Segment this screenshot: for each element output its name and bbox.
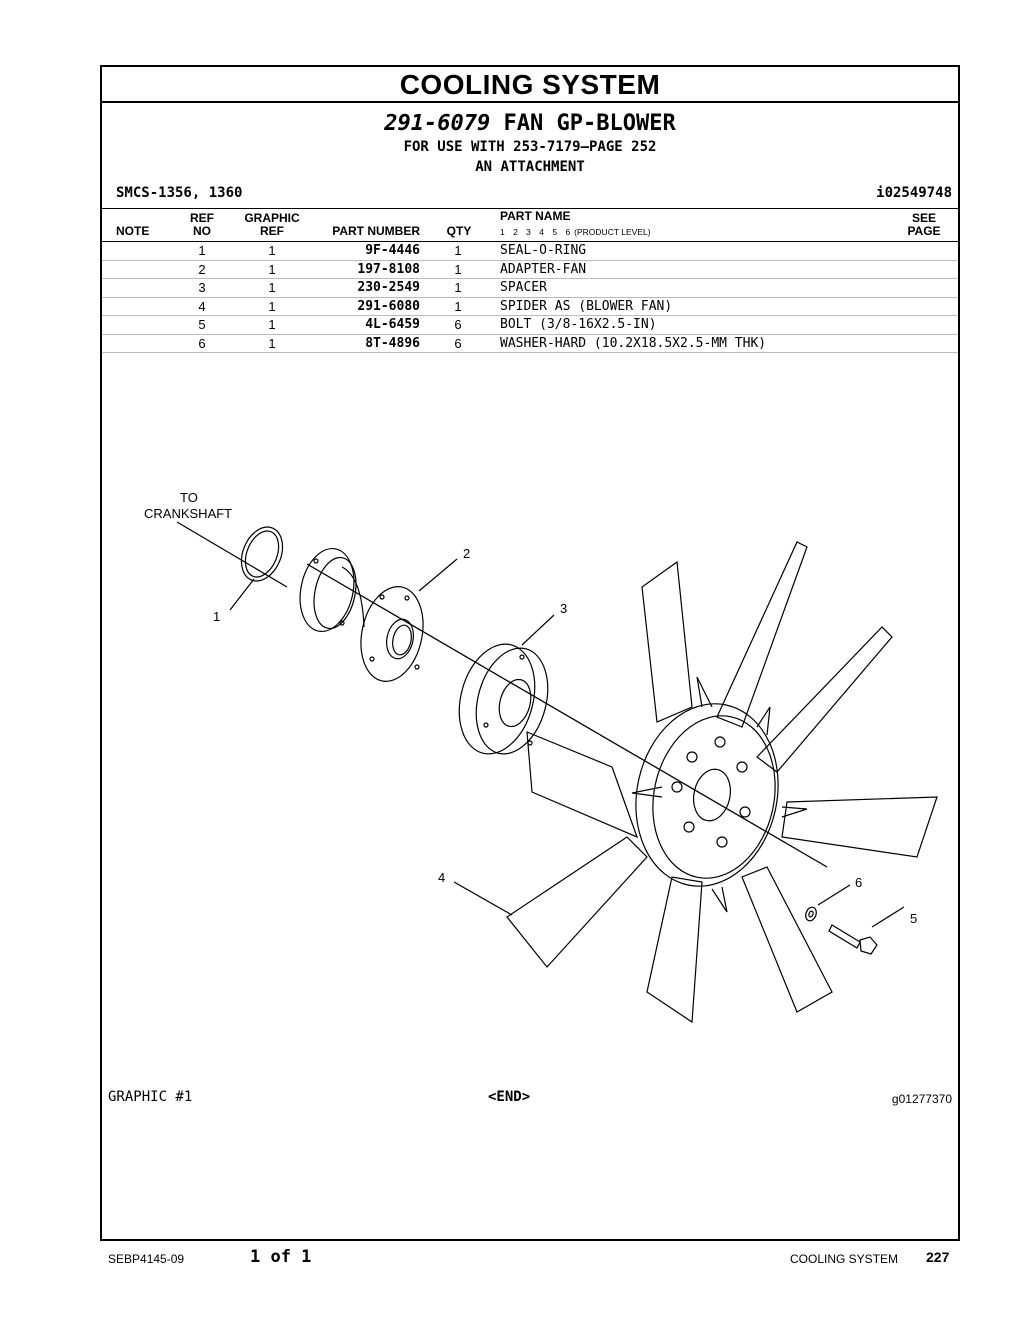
callout-1-leader [229,578,255,611]
graphic-ref: 1 [268,261,276,277]
part-number: 197-8108 [357,261,420,277]
table-row: 5 1 4L-6459 6 BOLT (3/8-16X2.5-IN) [102,316,958,335]
qty: 6 [454,335,462,351]
group-name: FAN GP-BLOWER [503,111,676,136]
page-number: 227 [926,1249,950,1265]
graphic-ref: 1 [268,243,276,258]
table-row: 2 1 197-8108 1 ADAPTER-FAN [102,261,958,279]
col-ref-top: REF [190,211,214,225]
part-number: 9F-4446 [365,243,420,258]
graphic-label: GRAPHIC #1 [108,1089,193,1105]
washer-drawing [805,906,817,922]
product-level-label: (PRODUCT LEVEL) [574,227,651,237]
col-qty: QTY [446,224,472,238]
qty: 1 [454,298,462,314]
col-see-top: SEE [911,211,936,225]
col-see-bottom: PAGE [907,224,941,238]
group-number: 291-6079 [384,111,491,136]
table-row: 4 1 291-6080 1 SPIDER AS (BLOWER FAN) [102,298,958,316]
callout-4: 4 [438,870,445,885]
col-ref-bottom: NO [193,224,211,238]
table-row: 6 1 8T-4896 6 WASHER-HARD (10.2X18.5X2.5… [102,335,958,353]
table-row: 1 1 9F-4446 1 SEAL-O-RING [102,242,958,261]
col-graphic-top: GRAPHIC [244,211,300,225]
col-part-number: PART NUMBER [332,224,420,238]
part-number: 8T-4896 [365,335,420,351]
qty: 1 [454,280,462,295]
part-name: SEAL-O-RING [500,243,587,258]
seal-o-ring-drawing [240,526,284,582]
product-level-numbers: 1 2 3 4 5 6 [500,227,571,237]
part-name: BOLT (3/8-16X2.5-IN) [500,317,657,332]
ref-no: 6 [198,335,206,351]
bolt-drawing [828,924,878,955]
page-title: COOLING SYSTEM [399,69,661,100]
col-part-name: PART NAME [500,209,571,223]
exploded-view-drawing: TO CRANKSHAFT 1 2 3 4 5 6 [144,490,938,1024]
ref-no: 4 [198,298,206,314]
attachment-line: AN ATTACHMENT [475,159,585,175]
part-name: SPACER [500,280,547,295]
table-header: NOTE REF NO GRAPHIC REF PART NUMBER QTY … [102,209,958,242]
product-levels: 1 2 3 4 5 6(PRODUCT LEVEL) [500,227,651,237]
crankshaft-leader [176,521,288,588]
part-number: 4L-6459 [365,317,420,332]
graphic-ref: 1 [268,335,276,351]
col-note: NOTE [116,224,150,238]
page-frame: COOLING SYSTEM 291-6079 FAN GP-BLOWER FO… [100,65,960,1241]
spider-blower-fan-drawing [506,541,938,1024]
ref-no: 1 [198,243,206,258]
part-name: SPIDER AS (BLOWER FAN) [500,298,673,314]
assembly-axis [306,563,828,868]
col-graphic-bottom: REF [260,224,284,238]
end-marker: <END> [488,1089,531,1105]
ref-no: 5 [198,317,206,332]
doc-number: SEBP4145-09 [108,1252,185,1266]
ident-code: i02549748 [876,185,952,201]
qty: 1 [454,261,462,277]
graphic-id: g01277370 [891,1092,952,1106]
part-name: WASHER-HARD (10.2X18.5X2.5-MM THK) [500,335,767,351]
footer-section: COOLING SYSTEM [790,1252,899,1266]
adapter-fan-drawing [299,547,424,682]
callout-5-leader [871,906,905,928]
ref-no: 2 [198,261,206,277]
parts-table: NOTE REF NO GRAPHIC REF PART NUMBER QTY … [102,208,958,353]
part-number: 230-2549 [357,280,420,295]
title-bar: COOLING SYSTEM [102,67,958,103]
smcs-code: SMCS-1356, 1360 [116,185,243,201]
part-name: ADAPTER-FAN [500,261,587,277]
spacer-drawing [458,643,549,755]
for-use-line: FOR USE WITH 253-7179—PAGE 252 [403,139,657,155]
callout-6: 6 [855,875,862,890]
group-heading: 291-6079 FAN GP-BLOWER [102,111,958,136]
callout-5: 5 [910,911,917,926]
crankshaft-label: CRANKSHAFT [144,506,232,521]
qty: 6 [454,317,462,332]
callout-2: 2 [463,546,470,561]
graphic-ref: 1 [268,298,276,314]
graphic-ref: 1 [268,280,276,295]
callout-4-leader [453,881,513,916]
callout-1: 1 [213,609,220,624]
ref-no: 3 [198,280,206,295]
table-row: 3 1 230-2549 1 SPACER [102,279,958,298]
qty: 1 [454,243,462,258]
callout-3-leader [521,614,555,646]
graphic-ref: 1 [268,317,276,332]
callout-2-leader [418,558,458,592]
part-number: 291-6080 [357,298,420,314]
to-label: TO [180,490,198,505]
callout-3: 3 [560,601,567,616]
page-of: 1 of 1 [250,1247,312,1267]
callout-6-leader [817,884,851,906]
